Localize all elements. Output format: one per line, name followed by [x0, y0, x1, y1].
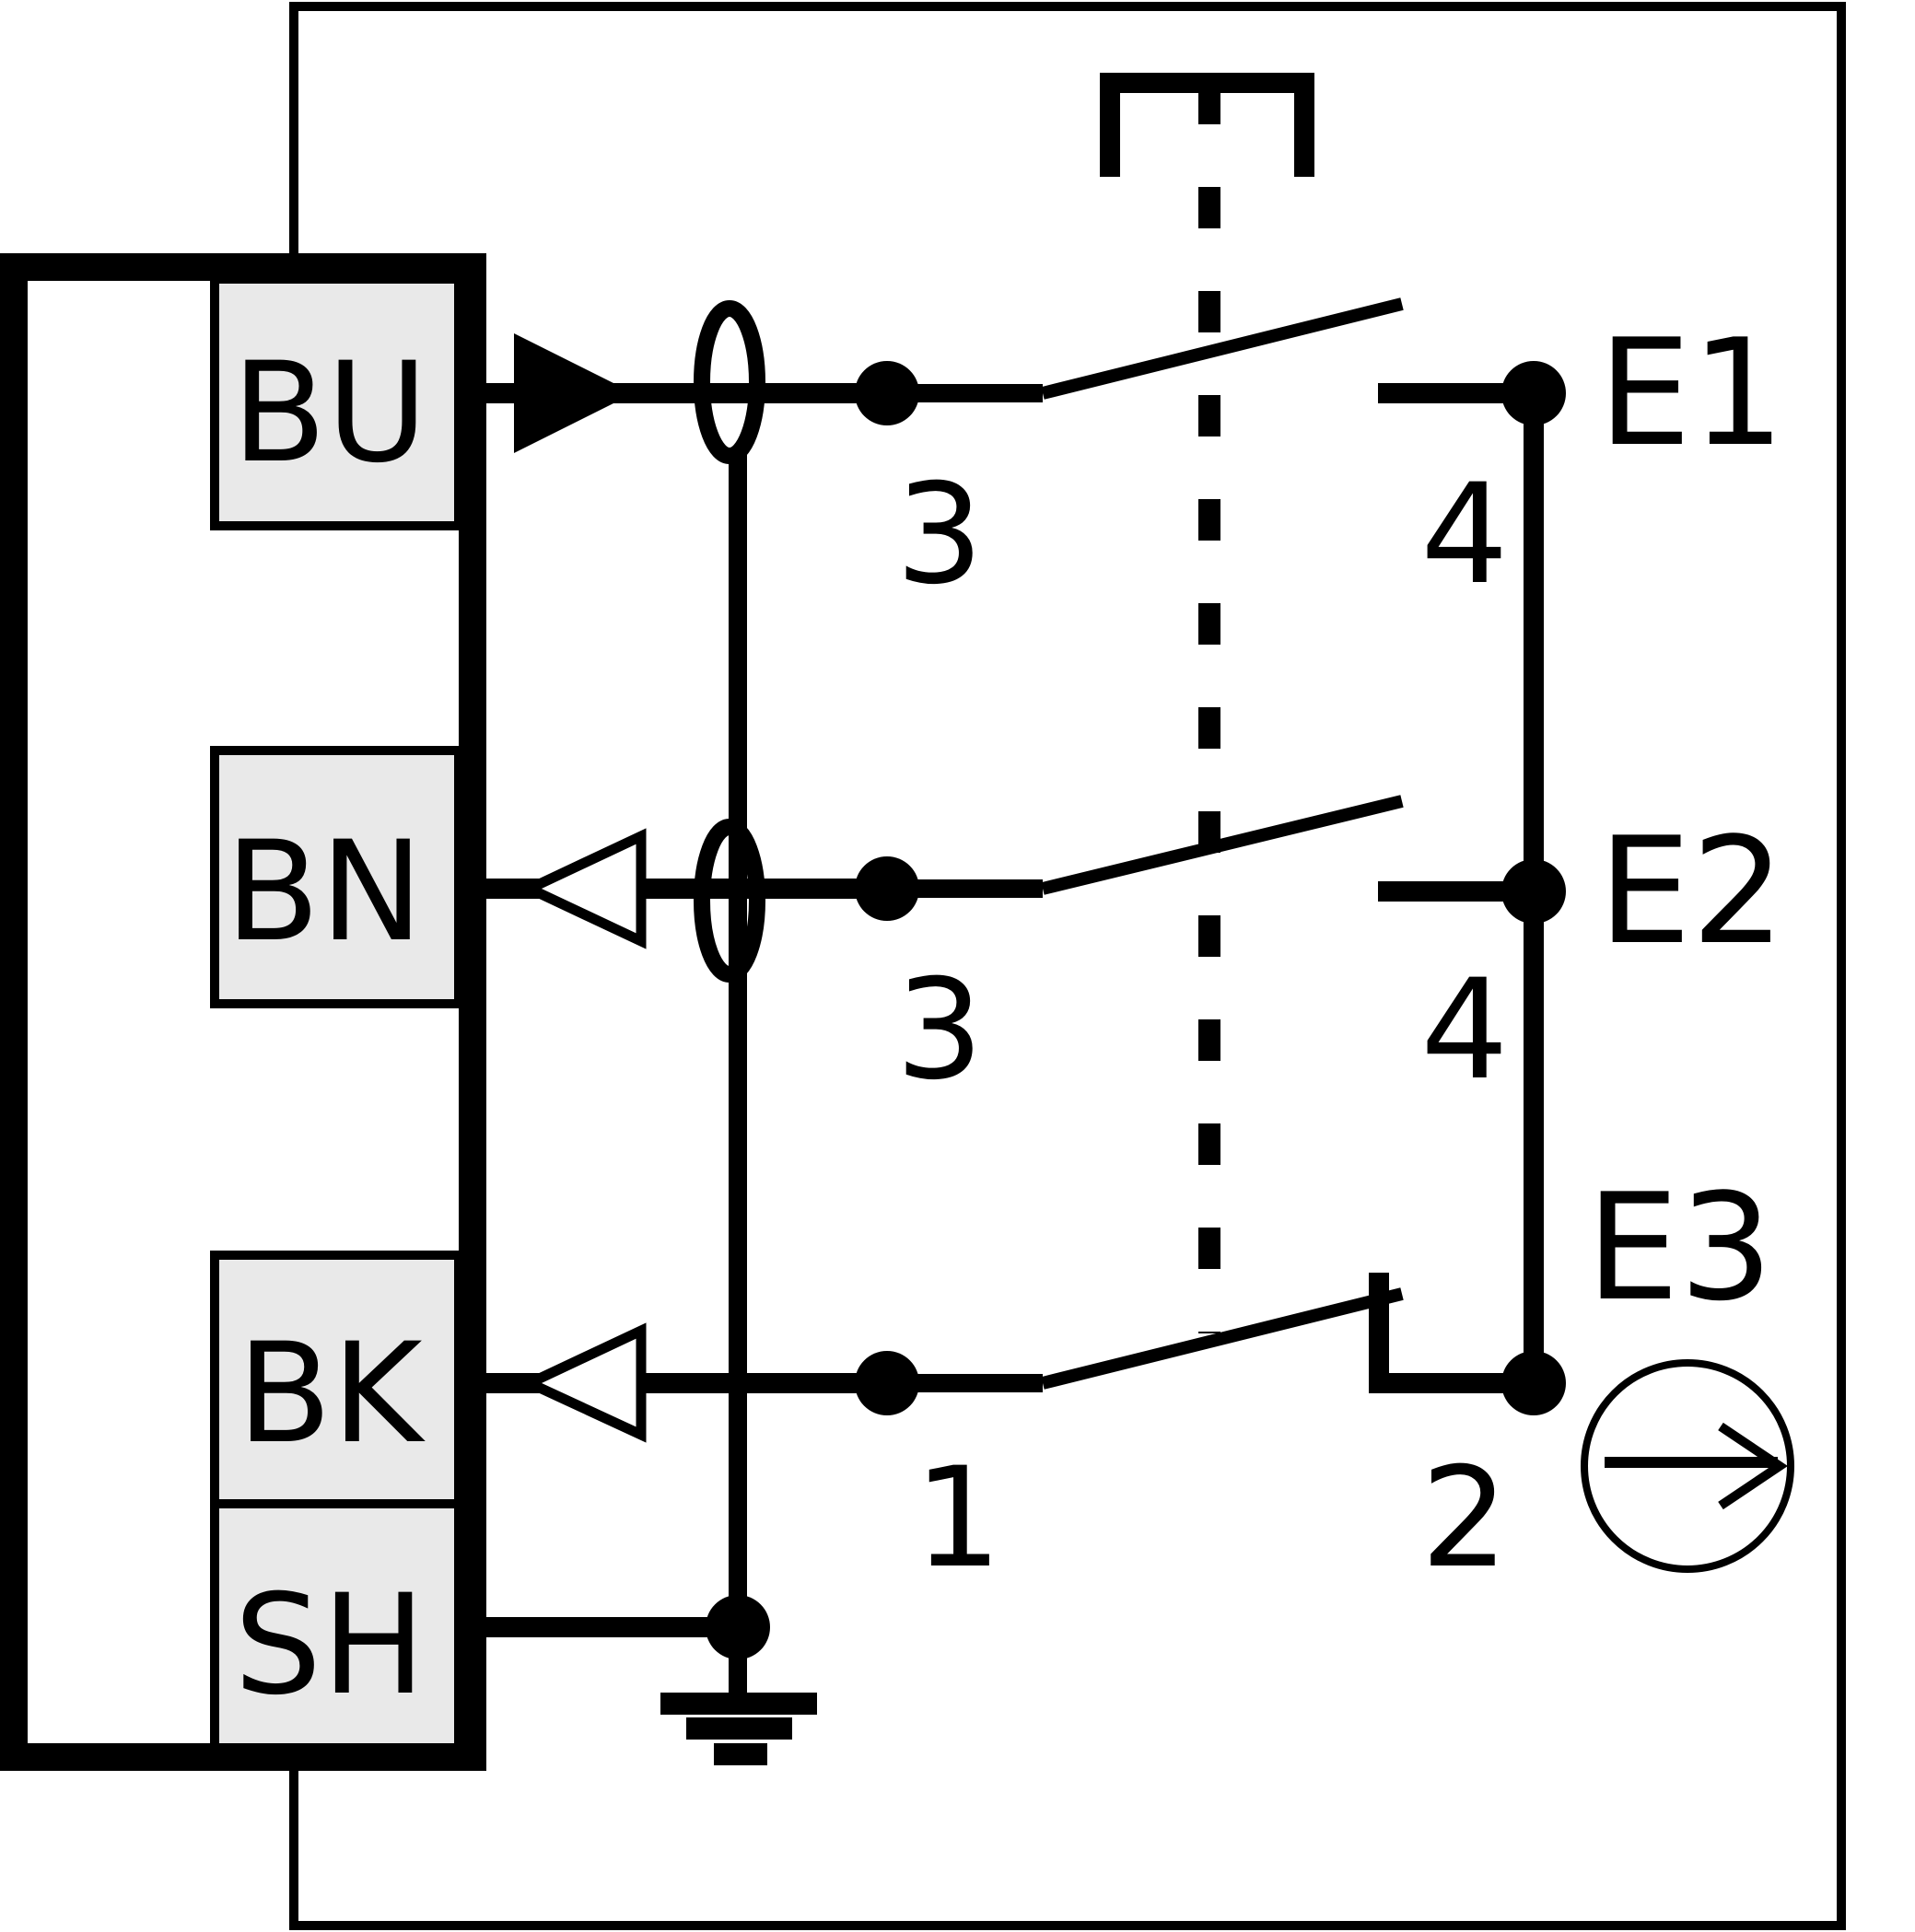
- node-label-e1: E1: [1598, 307, 1785, 479]
- pin-box-bk: BK: [210, 1251, 463, 1508]
- switch-lever: [1041, 795, 1404, 895]
- terminal-label: 2: [1420, 1438, 1508, 1599]
- terminal-label: 4: [1420, 455, 1508, 615]
- terminal-label: 1: [914, 1438, 1001, 1599]
- pin-box-bu: BU: [210, 274, 463, 530]
- positive-opening-icon: [1581, 1359, 1794, 1573]
- node-label-e2: E2: [1598, 805, 1785, 977]
- wire-bu: [473, 333, 884, 453]
- contact-e1: 3 4 E1: [855, 297, 1785, 615]
- hollow-arrow-icon: [518, 828, 647, 949]
- pin-label-bk: BK: [237, 1314, 426, 1474]
- contact-e3: 1 2 E3: [855, 1161, 1773, 1599]
- pin-box-bn: BN: [210, 746, 463, 1008]
- ferrite-ring-icon: [694, 819, 765, 983]
- terminal-label: 4: [1420, 950, 1508, 1111]
- filled-arrow-icon: [514, 333, 634, 453]
- pin-label-sh: SH: [234, 1565, 426, 1726]
- wire-bk: [473, 1322, 884, 1443]
- wire-bn: [473, 828, 884, 949]
- node-label-e3: E3: [1586, 1161, 1773, 1333]
- pin-label-bu: BU: [232, 333, 428, 494]
- actuator-bracket: [1100, 73, 1314, 1333]
- ground-icon: [660, 1627, 817, 1765]
- hollow-arrow-icon: [518, 1322, 647, 1443]
- ferrite-ring-icon: [694, 300, 765, 464]
- switch-lever: [1041, 297, 1404, 400]
- switch-lever: [1041, 1287, 1404, 1390]
- pin-box-sh: SH: [210, 1499, 463, 1752]
- terminal-label: 3: [895, 455, 983, 615]
- contact-e2: 3 4 E2: [855, 795, 1785, 1111]
- pin-label-bn: BN: [225, 812, 423, 972]
- terminal-label: 3: [895, 950, 983, 1111]
